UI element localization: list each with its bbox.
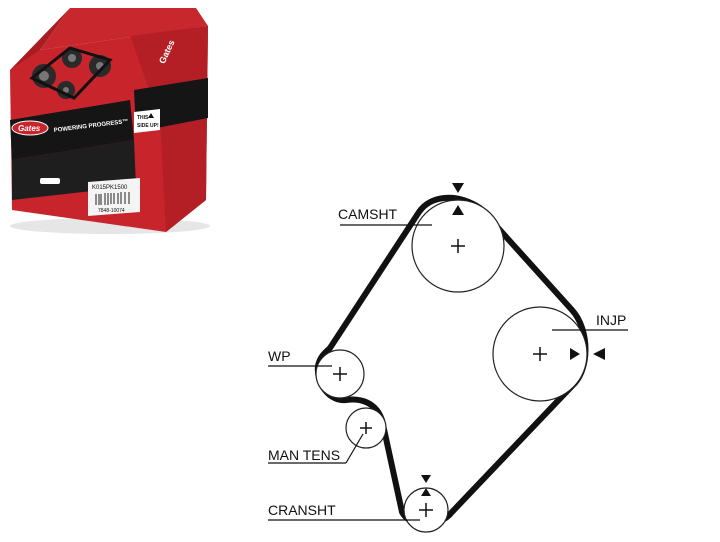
barcode-icon: [95, 192, 130, 205]
box-pulley-artwork: [29, 46, 113, 100]
timing-mark-left-icon: [593, 348, 605, 360]
orientation-sticker: THIS SIDE UP!: [134, 109, 160, 133]
brand-logo-text: Gates: [18, 124, 41, 133]
box-side-face: [130, 26, 208, 232]
manual-tensioner-pulley: [345, 407, 387, 449]
water-pump-pulley: [315, 349, 365, 399]
gates-logo: Gates: [11, 120, 49, 136]
label-injection-pump: INJP: [596, 312, 626, 328]
timing-mark-right-icon: [570, 348, 580, 360]
svg-text:THIS: THIS: [137, 115, 149, 121]
box-top-face: [40, 8, 208, 50]
arrow-up-icon: [148, 113, 154, 118]
box-label-code: K015PK1500: [92, 185, 128, 191]
label-camshaft: CAMSHT: [338, 206, 398, 222]
box-label-subcode: 7848-10074: [98, 208, 125, 214]
timing-mark-crank-up-icon: [421, 488, 431, 496]
timing-mark-crank-down-icon: [421, 475, 431, 483]
label-manual-tensioner: MAN TENS: [268, 447, 340, 463]
label-crankshaft: CRANSHT: [268, 502, 336, 518]
timing-mark-down-icon: [452, 183, 464, 193]
product-box: K015PK1500 7848-10074 Gates POWERING PRO…: [10, 8, 210, 234]
label-water-pump: WP: [268, 348, 291, 364]
leader-man-tens-diag: [345, 433, 364, 464]
timing-mark-up-icon: [452, 205, 464, 215]
camshaft-pulley: [411, 199, 505, 293]
timing-belt-diagram: CAMSHT INJP WP MAN TENS CRANSHT: [268, 183, 628, 533]
crankshaft-pulley: [403, 487, 449, 533]
box-black-band: [10, 100, 134, 160]
svg-text:SIDE UP!: SIDE UP!: [137, 123, 159, 129]
